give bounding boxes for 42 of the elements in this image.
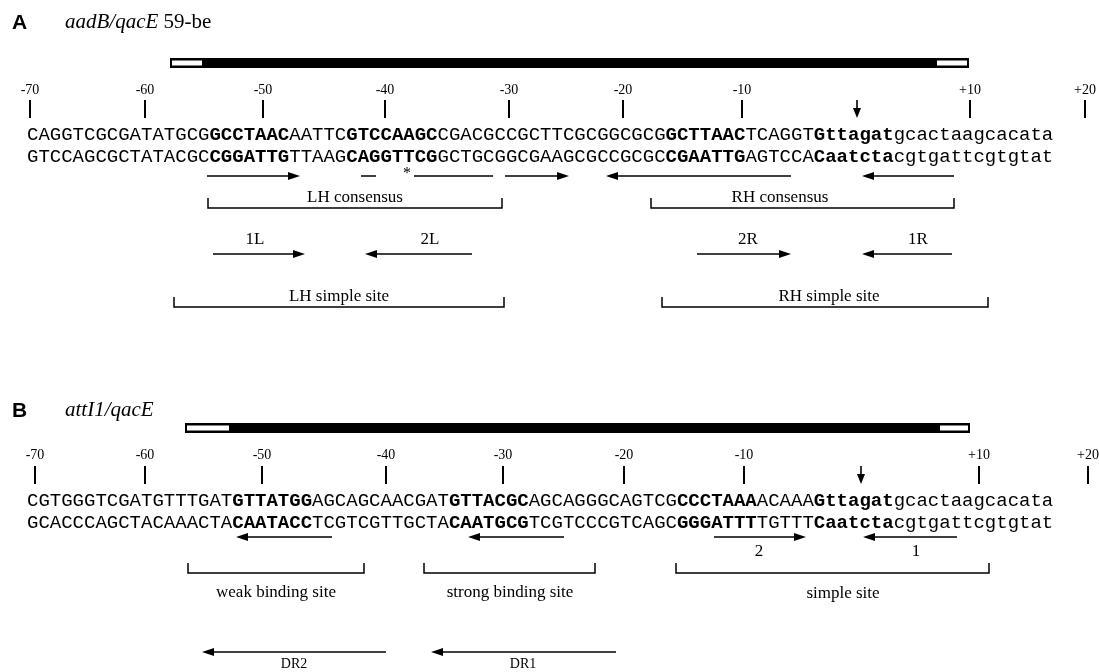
site-label: 1R [908,229,928,249]
position-number: +20 [1074,82,1096,98]
region-label: weak binding site [215,581,337,603]
position-number: -50 [253,82,273,98]
position-number: +10 [968,447,990,463]
position-number: -10 [732,82,752,98]
region-label: simple site [806,583,880,603]
position-number: -70 [25,447,45,463]
asterisk: * [403,165,411,181]
position-number: +10 [959,82,981,98]
position-number: -10 [734,447,754,463]
panel-letter: B [12,398,28,422]
site-label: 2R [738,229,758,249]
repeat-label: DR1 [509,656,537,671]
position-number: +20 [1077,447,1099,463]
region-label: strong binding site [445,581,575,603]
dna-sequence: GCACCCAGCTACAAACTACAATACCTCGTCGTTGCTACAATGCGTCGTCCCGTCAGCGGGATTTTGTTTCaatctacgtgattcgtgtat [27,513,1054,533]
position-number: -40 [376,447,396,463]
position-number: -30 [499,82,519,98]
repeat-label: DR2 [280,656,308,671]
panel-title: attI1/qacE [65,397,154,421]
region-label: LH simple site [288,286,390,306]
panel-letter: A [12,10,28,34]
site-label: 2 [754,541,764,561]
dna-sequence: CGTGGGTCGATGTTTGATGTTATGGAGCAGCAACGATGTTACGCAGCAGGGCAGTCGCCCTAAAACAAAGttagatgcactaagcacata [27,491,1054,511]
dna-sequence: GTCCAGCGCTATACGCCGGATTGTTAAGCAGGTTCGGCTGCGGCGAAGCGCCGCGCCGAATTGAGTCCACaatctacgtgattcgtgtat [27,147,1054,167]
position-number: -60 [135,82,155,98]
dna-sequence: CAGGTCGCGATATGCGGCCTAACAATTCGTCCAAGCCGACGCCGCTTCGCGGCGCGGCTTAACTCAGGTGttagatgcactaagcacata [27,125,1054,145]
position-number: -50 [252,447,272,463]
position-number: -30 [493,447,513,463]
position-number: -20 [614,447,634,463]
position-number: -40 [375,82,395,98]
site-label: 2L [420,229,440,249]
position-number: -20 [613,82,633,98]
site-label: 1 [911,541,921,561]
position-number: -70 [20,82,40,98]
region-label: RH simple site [778,286,880,306]
panel-title: aadB/qacE 59-be [65,9,212,33]
site-label: 1L [245,229,265,249]
region-label: LH consensus [307,187,403,207]
region-label: RH consensus [731,187,829,207]
position-number: -60 [135,447,155,463]
